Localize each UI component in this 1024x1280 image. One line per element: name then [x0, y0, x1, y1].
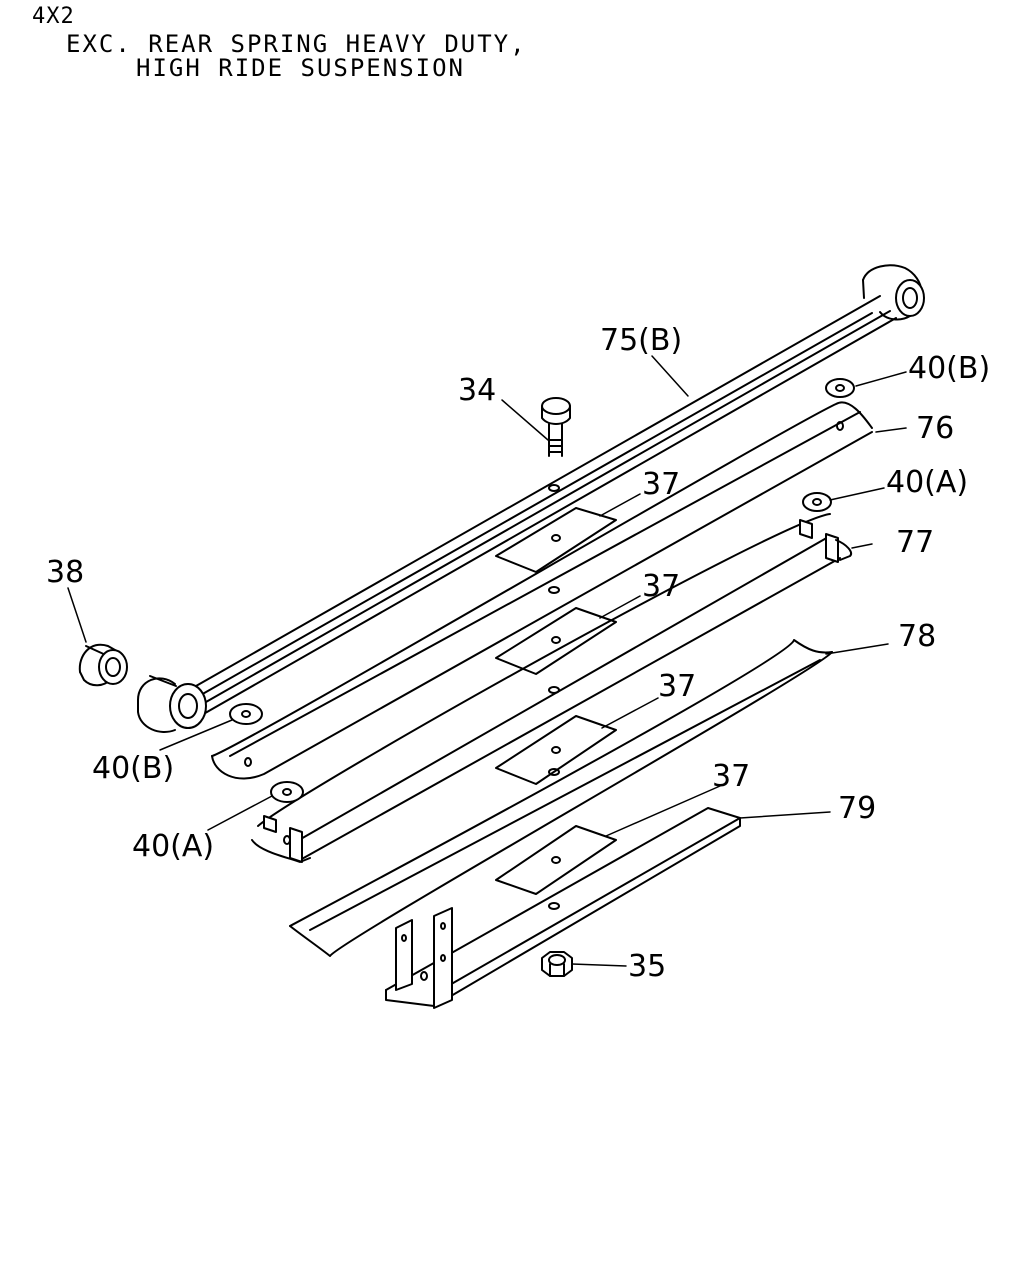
callouts: 75(B) 34 40(B) 76 40(A) 77 37 37 37 37 3… [46, 323, 990, 984]
leaf-78 [289, 639, 833, 957]
callout-37-4: 37 [712, 759, 750, 794]
leaf-75b [137, 264, 925, 733]
leaf-76 [211, 401, 873, 780]
bolt-34 [541, 397, 571, 457]
callout-37-3: 37 [658, 669, 696, 704]
callout-37-2: 37 [642, 569, 680, 604]
callout-40a-top: 40(A) [886, 465, 968, 500]
nut-35 [541, 951, 573, 977]
callout-37-1: 37 [642, 467, 680, 502]
liner-37-set [495, 507, 617, 895]
callout-40b-bottom: 40(B) [92, 751, 174, 786]
callout-79: 79 [838, 791, 876, 826]
callout-76: 76 [916, 411, 954, 446]
callout-77: 77 [896, 525, 934, 560]
diagram-title-line2: HIGH RIDE SUSPENSION [136, 54, 465, 82]
leaf-77 [251, 513, 852, 863]
bushing-38 [78, 643, 128, 687]
washer-40-set [229, 378, 855, 803]
leaf-79 [385, 807, 741, 1009]
callout-75b: 75(B) [600, 323, 682, 358]
callout-40b-top: 40(B) [908, 351, 990, 386]
leader-lines [67, 355, 907, 967]
model-code: 4X2 [32, 4, 75, 29]
diagram-title-line1: EXC. REAR SPRING HEAVY DUTY, [66, 30, 527, 58]
callout-34: 34 [458, 373, 496, 408]
callout-78: 78 [898, 619, 936, 654]
callout-35: 35 [628, 949, 666, 984]
callout-38: 38 [46, 555, 84, 590]
callout-40a-bottom: 40(A) [132, 829, 214, 864]
